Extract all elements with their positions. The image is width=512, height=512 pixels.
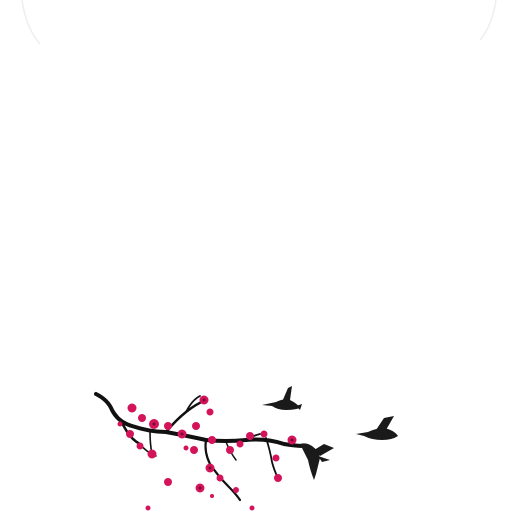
- hummingbird-icon: [300, 443, 334, 480]
- hummingbird-icon: [262, 386, 302, 410]
- top-right-corner-curve: [479, 0, 497, 41]
- blossom-centers: [152, 398, 294, 490]
- hummingbird-icon: [356, 416, 398, 440]
- top-left-corner-curve: [21, 0, 41, 45]
